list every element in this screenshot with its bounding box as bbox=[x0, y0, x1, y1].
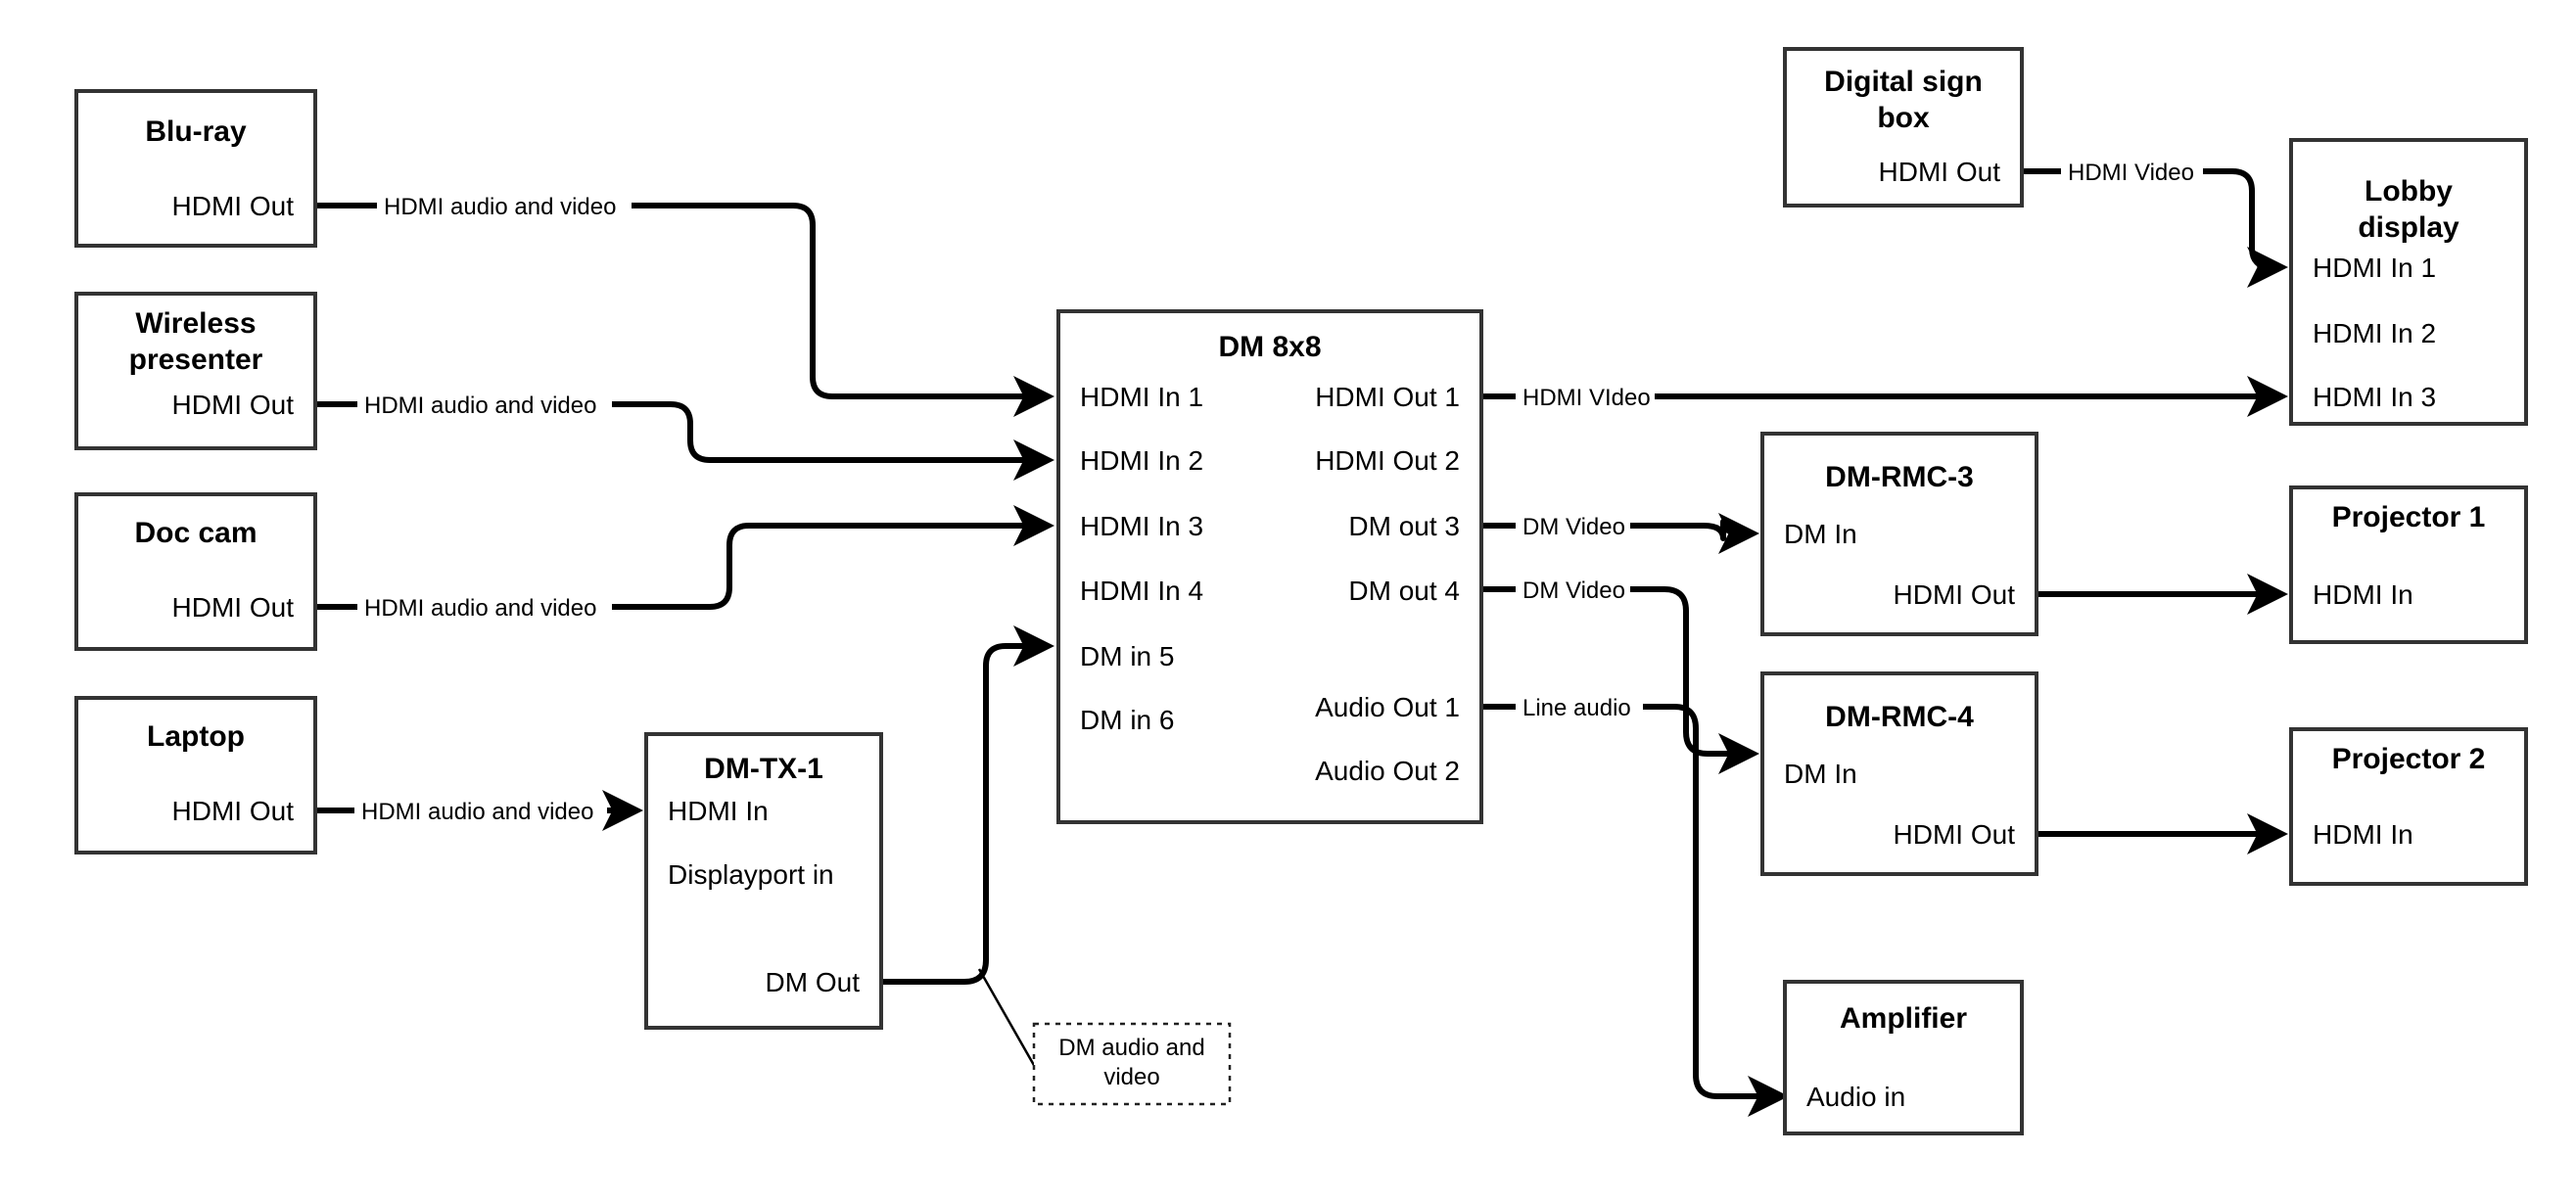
wire-bluray-to-dm8x8 bbox=[315, 203, 1048, 396]
dm-8x8-port-dm-in-6: DM in 6 bbox=[1080, 705, 1174, 735]
device-lobby-display[interactable]: Lobby display HDMI In 1 HDMI In 2 HDMI I… bbox=[2289, 138, 2528, 426]
projector-2-title: Projector 2 bbox=[2332, 743, 2486, 775]
digital-sign-port-hdmi-out: HDMI Out bbox=[1879, 157, 2001, 187]
dm-8x8-port-hdmi-in-1: HDMI In 1 bbox=[1080, 382, 1203, 412]
callout-note-line1: DM audio and bbox=[1058, 1035, 1204, 1061]
edge-label-dm8x8-to-dmrmc4: DM Video bbox=[1522, 577, 1625, 604]
dm-8x8-port-audio-out-1: Audio Out 1 bbox=[1315, 692, 1460, 722]
dm-tx-1-title: DM-TX-1 bbox=[704, 753, 823, 785]
lobby-display-port-hdmi-in-3: HDMI In 3 bbox=[2313, 382, 2436, 412]
laptop-port-hdmi-out: HDMI Out bbox=[172, 796, 295, 826]
callout-note-line2: video bbox=[1103, 1064, 1159, 1090]
wireless-presenter-box[interactable] bbox=[74, 292, 317, 450]
projector-2-port-hdmi-in: HDMI In bbox=[2313, 819, 2413, 850]
dm-rmc-4-port-dm-in: DM In bbox=[1784, 759, 1857, 789]
digital-sign-box[interactable] bbox=[1783, 47, 2024, 208]
wire-digitalsign-to-lobby bbox=[2022, 168, 2281, 267]
wireless-presenter-title-line1: Wireless bbox=[135, 307, 256, 340]
dm-8x8-title: DM 8x8 bbox=[1218, 331, 1321, 363]
dm-8x8-port-hdmi-in-2: HDMI In 2 bbox=[1080, 445, 1203, 476]
digital-sign-title-line2: box bbox=[1877, 102, 1930, 134]
wire-dm8x8-to-dmrmc3 bbox=[1481, 522, 1753, 538]
device-wireless-presenter[interactable]: Wireless presenter HDMI Out bbox=[74, 292, 317, 450]
lobby-display-title-line1: Lobby bbox=[2365, 175, 2453, 208]
edge-label-bluray-to-dm8x8: HDMI audio and video bbox=[384, 194, 616, 220]
dm-rmc-4-box[interactable] bbox=[1760, 671, 2038, 876]
edge-label-doccam-to-dm8x8: HDMI audio and video bbox=[364, 595, 596, 622]
dm-8x8-port-audio-out-2: Audio Out 2 bbox=[1315, 756, 1460, 786]
dm-8x8-port-dm-out-3: DM out 3 bbox=[1348, 511, 1460, 541]
device-laptop[interactable]: Laptop HDMI Out bbox=[74, 696, 317, 855]
callout-note-dm-audio-video: DM audio and video bbox=[1032, 1022, 1232, 1106]
wire-doccam-to-dm8x8 bbox=[315, 526, 1048, 610]
dm-8x8-box[interactable] bbox=[1056, 309, 1483, 824]
dm-8x8-port-hdmi-in-3: HDMI In 3 bbox=[1080, 511, 1203, 541]
device-amplifier[interactable]: Amplifier Audio in bbox=[1783, 980, 2024, 1135]
amplifier-port-audio-in: Audio in bbox=[1806, 1082, 1905, 1112]
dm-8x8-port-dm-out-4: DM out 4 bbox=[1348, 576, 1460, 606]
bluray-box[interactable] bbox=[74, 89, 317, 248]
dm-rmc-4-port-hdmi-out: HDMI Out bbox=[1894, 819, 2016, 850]
edge-label-wireless-to-dm8x8: HDMI audio and video bbox=[364, 393, 596, 419]
device-dm-rmc-4[interactable]: DM-RMC-4 DM In HDMI Out bbox=[1760, 671, 2038, 876]
device-dm-8x8[interactable]: DM 8x8 HDMI In 1 HDMI In 2 HDMI In 3 HDM… bbox=[1056, 309, 1483, 824]
projector-1-title: Projector 1 bbox=[2332, 501, 2486, 533]
device-projector-2[interactable]: Projector 2 HDMI In bbox=[2289, 727, 2528, 886]
edge-label-dm8x8-to-lobby: HDMI VIdeo bbox=[1522, 385, 1651, 411]
amplifier-title: Amplifier bbox=[1840, 1002, 1967, 1035]
edge-label-laptop-to-dmtx1: HDMI audio and video bbox=[361, 799, 593, 825]
lobby-display-port-hdmi-in-1: HDMI In 1 bbox=[2313, 253, 2436, 283]
wire-dmtx1-to-dm8x8 bbox=[881, 625, 1054, 985]
dm-rmc-4-title: DM-RMC-4 bbox=[1825, 701, 1974, 733]
dm-rmc-3-port-hdmi-out: HDMI Out bbox=[1894, 579, 2016, 610]
projector-1-port-hdmi-in: HDMI In bbox=[2313, 579, 2413, 610]
device-doc-cam[interactable]: Doc cam HDMI Out bbox=[74, 492, 317, 651]
dm-8x8-port-dm-in-5: DM in 5 bbox=[1080, 641, 1174, 671]
edge-label-sign-to-lobby: HDMI Video bbox=[2068, 160, 2194, 186]
projector-1-box[interactable] bbox=[2289, 485, 2528, 644]
lobby-display-port-hdmi-in-2: HDMI In 2 bbox=[2313, 318, 2436, 348]
doc-cam-title: Doc cam bbox=[134, 517, 257, 549]
lobby-display-title-line2: display bbox=[2358, 211, 2459, 244]
wire-dm8x8-to-amplifier bbox=[1481, 704, 1782, 1096]
doc-cam-box[interactable] bbox=[74, 492, 317, 651]
dm-rmc-3-box[interactable] bbox=[1760, 432, 2038, 636]
dm-tx-1-port-displayport-in: Displayport in bbox=[668, 859, 834, 890]
dm-tx-1-port-dm-out: DM Out bbox=[766, 967, 861, 997]
dm-8x8-port-hdmi-in-4: HDMI In 4 bbox=[1080, 576, 1203, 606]
dm-tx-1-box[interactable] bbox=[644, 732, 883, 1030]
wire-dm8x8-to-dmrmc4 bbox=[1481, 586, 1753, 754]
device-dm-tx-1[interactable]: DM-TX-1 HDMI In Displayport in DM Out bbox=[644, 732, 883, 1030]
edge-label-dm8x8-to-dmrmc3: DM Video bbox=[1522, 514, 1625, 540]
amplifier-box[interactable] bbox=[1783, 980, 2024, 1135]
edge-label-dm8x8-to-amplifier: Line audio bbox=[1522, 695, 1631, 721]
callout-note-box bbox=[1032, 1022, 1232, 1106]
dm-rmc-3-title: DM-RMC-3 bbox=[1825, 461, 1974, 493]
callout-leader-line bbox=[977, 968, 1037, 1068]
device-bluray[interactable]: Blu-ray HDMI Out bbox=[74, 89, 317, 248]
device-digital-sign-box[interactable]: Digital sign box HDMI Out bbox=[1783, 47, 2024, 208]
wireless-presenter-title-line2: presenter bbox=[129, 344, 263, 376]
laptop-title: Laptop bbox=[147, 720, 245, 753]
lobby-display-box[interactable] bbox=[2289, 138, 2528, 426]
dm-rmc-3-port-dm-in: DM In bbox=[1784, 519, 1857, 549]
projector-2-box[interactable] bbox=[2289, 727, 2528, 886]
dm-tx-1-port-hdmi-in: HDMI In bbox=[668, 796, 769, 826]
wire-wireless-to-dm8x8 bbox=[315, 401, 1048, 460]
digital-sign-title-line1: Digital sign bbox=[1824, 66, 1983, 98]
laptop-box[interactable] bbox=[74, 696, 317, 855]
device-dm-rmc-3[interactable]: DM-RMC-3 DM In HDMI Out bbox=[1760, 432, 2038, 636]
device-projector-1[interactable]: Projector 1 HDMI In bbox=[2289, 485, 2528, 644]
wireless-presenter-port-hdmi-out: HDMI Out bbox=[172, 390, 295, 420]
doc-cam-port-hdmi-out: HDMI Out bbox=[172, 592, 295, 623]
dm-8x8-port-hdmi-out-2: HDMI Out 2 bbox=[1315, 445, 1460, 476]
bluray-port-hdmi-out: HDMI Out bbox=[172, 191, 295, 221]
dm-8x8-port-hdmi-out-1: HDMI Out 1 bbox=[1315, 382, 1460, 412]
bluray-title: Blu-ray bbox=[145, 115, 247, 148]
